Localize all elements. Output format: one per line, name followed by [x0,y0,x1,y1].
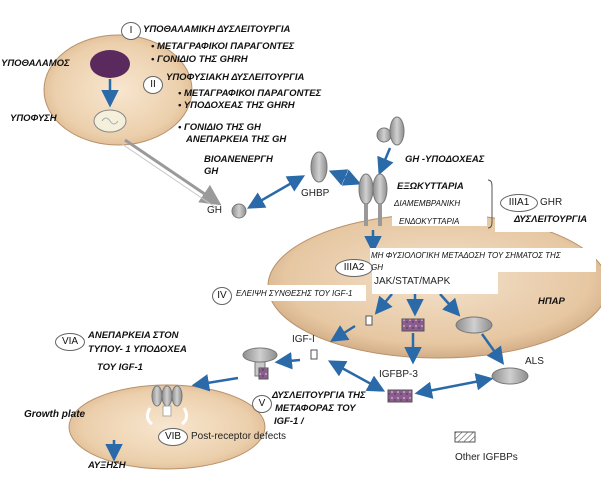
bioinactive-gh-line1: ΒΙΟΑΝΕΝΕΡΓΗ [204,154,273,165]
pit-bullet-3: • ΓΟΝΙΔΙΟ ΤΗΣ GH [178,122,261,133]
gh-label: GH [207,205,222,216]
v-line3: IGF-1 / [274,416,304,427]
igf1-label: IGF-I [292,334,315,345]
pituitary-label: ΥΠΟΦΥΣΗ [10,113,57,124]
marker-II: II [143,76,163,94]
via-line3: ΤΟΥ IGF-1 [97,362,143,373]
receptor-domain-box [392,180,487,226]
extracellular-domain-label: ΕΞΩΚΥΤΤΑΡΙΑ [397,181,464,192]
igf1-synth-label-box [236,285,366,301]
als-circulating [491,367,529,385]
marker-IIIA1: IIIA1 [500,194,538,212]
hypothalamic-dysfunction-title: ΥΠΟΘΑΛΑΜΙΚΗ ΔΥΣΛΕΙΤΟΥΡΓΙΑ [143,24,291,35]
igfbp3-intracellular [401,318,425,332]
marker-V: V [252,395,272,413]
other-igfbps-label: Other IGFBPs [455,452,518,463]
igf1-intracellular [365,315,373,326]
pit-bullet-2: • ΥΠΟΔΟΧΕΑΣ ΤΗΣ GHRH [178,100,295,111]
signal-label-line1: ΜΗ ΦΥΣΙΟΛΟΓΙΚΗ ΜΕΤΑΔΟΣΗ ΤΟΥ ΣΗΜΑΤΟΣ ΤΗΣ [371,251,561,260]
marker-IIIA2: IIIA2 [335,259,373,277]
growth-label: ΑΥΞΗΣΗ [88,460,126,471]
jak-label-box [372,272,498,294]
bioinactive-gh-line2: GH [204,166,219,177]
igf1-synthesis-label: ΕΛΕΙΨΗ ΣΥΝΘΕΣΗΣ ΤΟΥ IGF-1 [236,289,353,298]
transmembrane-domain-label: ΔΙΑΜΕΜΒΡΑΝΙΚΗ [394,199,461,208]
hypo-bullet-1: • ΜΕΤΑΓΡΑΦΙΚΟΙ ΠΑΡΑΓΟΝΤΕΣ [151,41,295,52]
liver-label: ΗΠΑΡ [538,296,565,307]
hypothalamus-cell [90,50,130,78]
als-label: ALS [525,356,544,367]
pituitary-dysfunction-title: ΥΠΟΦΥΣΙΑΚΗ ΔΥΣΛΕΙΤΟΥΡΓΙΑ [166,72,305,83]
marker-I: I [121,22,141,40]
v-line2: ΜΕΤΑΦΟΡΑΣ ΤΟΥ [275,403,356,414]
post-receptor-label: Post-receptor defects [191,431,287,442]
via-line2: ΤΥΠΟΥ- 1 ΥΠΟΔΟΧΕΑ [88,344,187,355]
growth-plate-label: Growth plate [24,409,86,420]
marker-IV: IV [212,287,232,305]
v-line1: ΔΥΣΛΕΙΤΟΥΡΓΙΑ ΤΗΣ [272,390,366,401]
igfbp3-label: IGFBP-3 [379,369,418,380]
hypo-bullet-2: • ΓΟΝΙΔΙΟ ΤΗΣ GHRH [151,54,248,65]
als-intracellular [455,316,493,334]
jak-stat-mapk-label: JAK/STAT/MAPK [374,276,451,287]
ghbp-label: GHBP [301,188,330,199]
gh-receptor-right [372,173,388,205]
marker-VIA: VIA [55,333,85,351]
marker-VIB: VIB [158,428,188,446]
pit-bullet-4: ΑΝΕΠΑΡΚΕΙΑ ΤΗΣ GH [186,134,287,145]
via-line1: ΑΝΕΠΑΡΚΕΙΑ ΣΤΟΝ [88,330,179,341]
gh-receptor-left [358,173,374,205]
intracellular-domain-label: ΕΝΔΟΚΥΤΤΑΡΙΑ [399,217,460,226]
signal-label-box [370,248,596,272]
ghbp-molecule [310,151,328,183]
ghr-label-line1: GHR [540,197,563,208]
gh-molecule [231,203,247,219]
other-igfbps-swatch [454,431,476,443]
pit-bullet-1: • ΜΕΤΑΓΡΑΦΙΚΟΙ ΠΑΡΑΓΟΝΤΕΣ [178,88,322,99]
igf1-circulating [310,349,318,360]
igfbp3-complex [387,389,413,403]
ghr-label-line2: ΔΥΣΛΕΙΤΟΥΡΓΙΑ [514,214,588,225]
signal-label-line2: GH [371,263,383,272]
igf1-receptor-top [242,347,278,363]
gh-receptor-label: GH -ΥΠΟΔΟΧΕΑΣ [405,154,485,165]
hypothalamus-label: ΥΠΟΘΑΛΑΜΟΣ [1,58,70,69]
